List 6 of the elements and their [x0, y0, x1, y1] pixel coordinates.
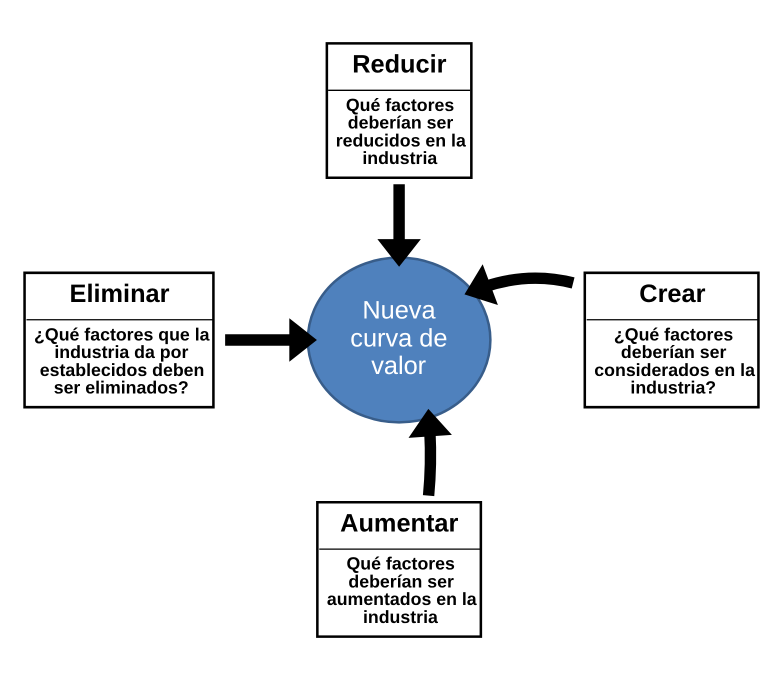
arrow	[377, 184, 421, 267]
node-box: Reducir Qué factores deberían ser reducidos en la industria	[326, 42, 473, 180]
arrow	[408, 408, 452, 496]
node-circle: Nueva curva de valor	[306, 256, 492, 424]
arrow	[464, 264, 574, 306]
arrow	[225, 318, 317, 362]
